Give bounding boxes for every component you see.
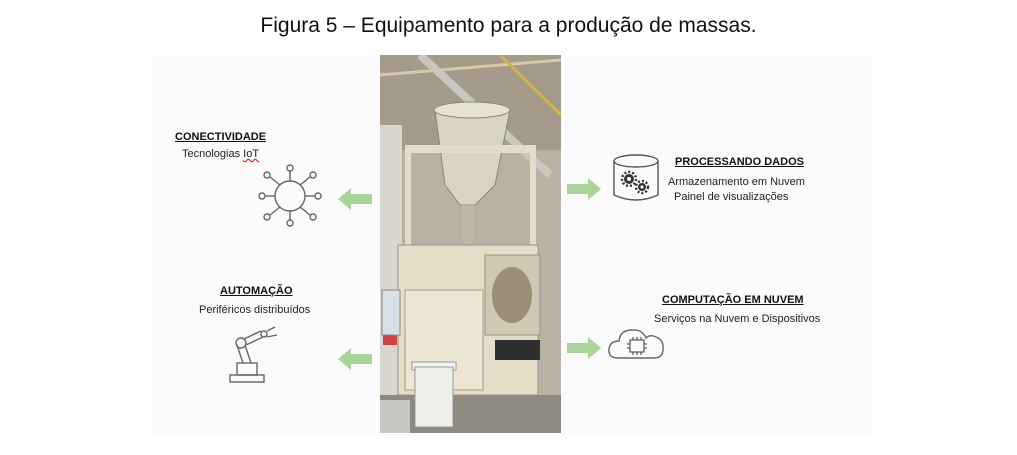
processando-line1: Armazenamento em Nuvem — [668, 176, 805, 188]
conectividade-subtitle: Tecnologias IoT — [182, 147, 259, 162]
right-arrow-icon — [567, 337, 601, 359]
computacao-title: COMPUTAÇÃO EM NUVEM — [662, 294, 804, 306]
figure-caption: Figura 5 – Equipamento para a produção d… — [260, 14, 757, 37]
automacao-title: AUTOMAÇÃO — [220, 285, 293, 297]
processando-title: PROCESSANDO DADOS — [675, 156, 804, 168]
conectividade-title: CONECTIVIDADE — [175, 131, 267, 143]
conectividade-subtitle-iot: IoT — [243, 148, 260, 160]
automacao-subtitle: Periféricos distribuídos — [199, 304, 311, 316]
conectividade-subtitle-text: Tecnologias — [182, 148, 244, 160]
processando-line2: Painel de visualizações — [674, 191, 789, 203]
left-arrow-icon — [338, 188, 372, 210]
left-arrow-icon — [338, 348, 372, 370]
factory-equipment-photo — [380, 55, 561, 433]
cloud-chip-icon — [608, 329, 664, 359]
robot-arm-icon — [229, 326, 278, 383]
right-arrow-icon — [567, 178, 601, 200]
database-gears-icon — [613, 154, 659, 201]
computacao-subtitle: Serviços na Nuvem e Dispositivos — [654, 313, 821, 325]
network-hub-icon — [258, 164, 322, 227]
